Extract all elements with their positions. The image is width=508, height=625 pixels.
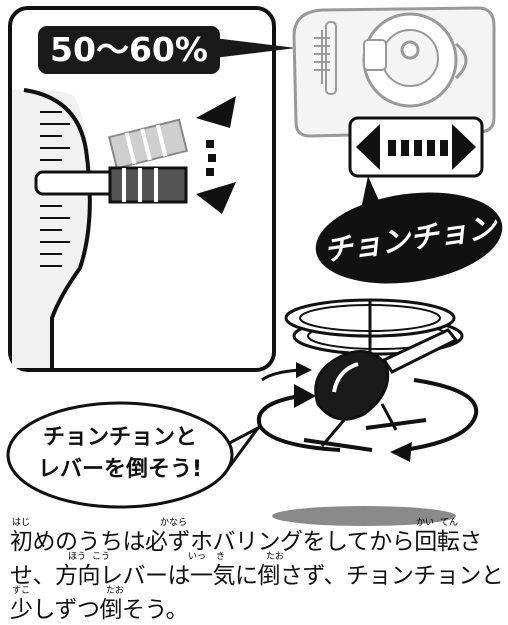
furigana-9: すこ [12, 586, 31, 596]
furigana-10: たお [106, 586, 125, 596]
furigana-2: かい [416, 518, 435, 528]
furigana-8: たお [266, 552, 285, 562]
furigana-5: こう [92, 552, 111, 562]
percent-badge-shape [38, 26, 296, 74]
instruction-text: 初めのうちは必ずホバリングをしてから回転させ、方向レバーは一気に倒さず、チョンチ… [10, 529, 504, 623]
speech-bubble-shape [6, 401, 260, 509]
furigana-1: かなら [160, 518, 188, 528]
furigana-7: き [216, 552, 226, 562]
furigana-4: ほう [68, 552, 87, 562]
left-right-arrow-icon [348, 116, 484, 178]
furigana-3: てん [440, 518, 459, 528]
speech-bubble-line-1: チョンチョンと [42, 425, 197, 450]
throttle-gauge-icon [34, 111, 189, 267]
controller-icon [292, 6, 496, 138]
furigana-0: はじ [12, 518, 31, 528]
helicopter-icon [284, 298, 464, 452]
helicopter-shadow [272, 506, 456, 526]
percent-label: 50〜60% [50, 30, 208, 69]
tilt-arrow-icon [196, 96, 236, 214]
speech-bubble-line-2: レバーを倒そう! [37, 457, 203, 482]
furigana-6: いっ [188, 552, 207, 562]
chonchon-bubble-shape [315, 176, 503, 284]
rotation-arrow-icon [256, 362, 479, 462]
